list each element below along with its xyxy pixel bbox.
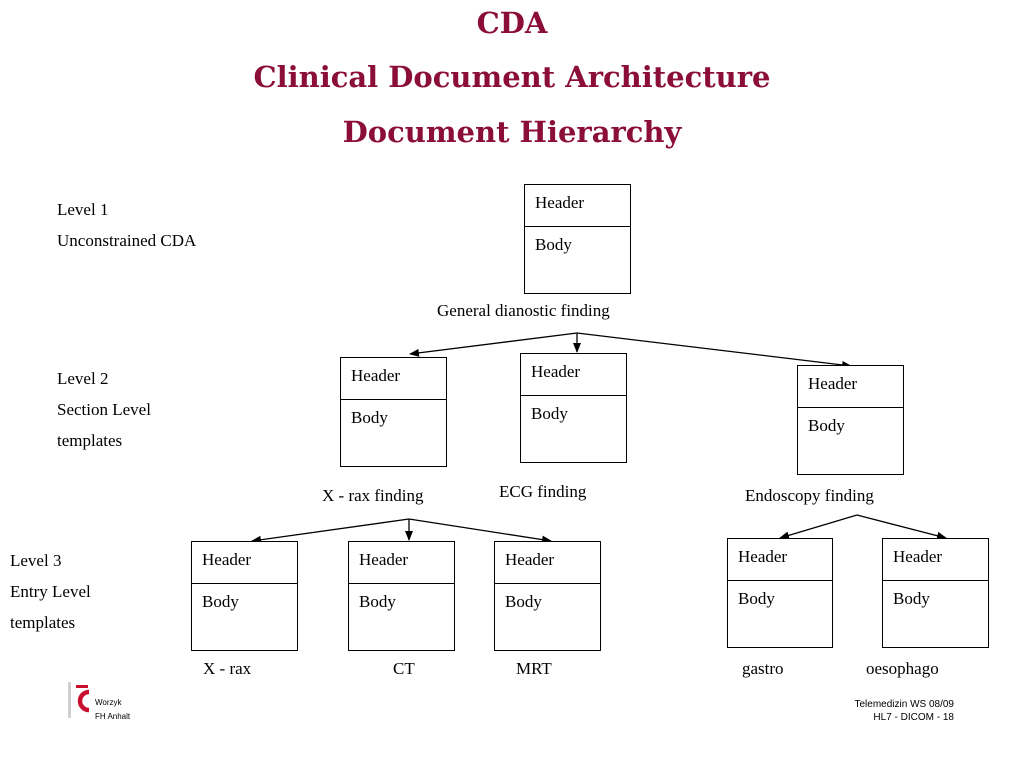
title-document-hierarchy: Document Hierarchy xyxy=(342,115,682,149)
title-cda: CDA xyxy=(476,6,548,40)
level-1-subtitle: Unconstrained CDA xyxy=(57,231,197,250)
title-clinical-document-architecture: Clinical Document Architecture xyxy=(253,60,771,94)
arrow-endoscopy-to-oesophago xyxy=(856,514,947,540)
cda-document-box-mrt: Header Body xyxy=(494,541,601,651)
label-mrt: MRT xyxy=(516,659,552,678)
label-oesophago: oesophago xyxy=(866,659,939,678)
cda-document-box-gastro: Header Body xyxy=(727,538,833,648)
footer-course: Telemedizin WS 08/09 xyxy=(854,699,955,710)
footer-author: Worzyk xyxy=(95,698,122,707)
label-xray-finding: X - rax finding xyxy=(322,486,424,505)
cda-document-box-oesophago: Header Body xyxy=(882,538,989,648)
box-body: Body xyxy=(202,592,239,611)
arrow-xray-finding-to-mrt xyxy=(408,518,552,544)
level-1-label: Level 1 xyxy=(57,200,109,219)
arrow-general-to-endoscopy-finding xyxy=(576,332,852,369)
box-header: Header xyxy=(341,358,446,400)
level-2-label: Level 2 xyxy=(57,369,109,388)
label-xray: X - rax xyxy=(203,659,252,678)
arrow-endoscopy-to-gastro xyxy=(779,514,858,540)
box-header: Header xyxy=(521,354,626,396)
box-body: Body xyxy=(893,589,930,608)
box-body: Body xyxy=(738,589,775,608)
box-body: Body xyxy=(505,592,542,611)
footer-author-block: Worzyk FH Anhalt xyxy=(95,696,130,724)
box-body: Body xyxy=(535,235,572,254)
label-ecg-finding: ECG finding xyxy=(499,482,587,501)
box-header: Header xyxy=(349,542,454,584)
footer-institution: FH Anhalt xyxy=(95,712,131,721)
box-header: Header xyxy=(192,542,297,584)
label-general-diagnostic-finding: General dianostic finding xyxy=(437,301,610,320)
arrow-xray-finding-to-xray xyxy=(251,518,410,544)
cda-document-box-level-1: Header Body xyxy=(524,184,631,294)
cda-document-box-endoscopy-finding: Header Body xyxy=(797,365,904,475)
level-2-description: Level 2 Section Level templates xyxy=(57,363,151,456)
footer-slide-info: Telemedizin WS 08/09 HL7 - DICOM - 18 xyxy=(855,698,955,724)
cda-document-box-ecg-finding: Header Body xyxy=(520,353,627,463)
level-2-subtitle: Section Level xyxy=(57,400,151,419)
label-endoscopy-finding: Endoscopy finding xyxy=(745,486,874,505)
level-3-subtitle: Entry Level xyxy=(10,582,91,601)
box-body: Body xyxy=(531,404,568,423)
level-3-label: Level 3 xyxy=(10,551,62,570)
box-body: Body xyxy=(808,416,845,435)
box-header: Header xyxy=(883,539,988,581)
box-header: Header xyxy=(525,185,630,227)
level-2-subtitle-2: templates xyxy=(57,431,123,450)
box-header: Header xyxy=(798,366,903,408)
label-gastro: gastro xyxy=(742,659,784,678)
fh-anhalt-logo-icon xyxy=(68,682,90,718)
label-ct: CT xyxy=(393,659,415,678)
arrow-general-to-xray-finding xyxy=(409,332,578,357)
box-header: Header xyxy=(728,539,832,581)
footer-slide-number: HL7 - DICOM - 18 xyxy=(873,712,954,723)
box-header: Header xyxy=(495,542,600,584)
cda-document-box-ct: Header Body xyxy=(348,541,455,651)
cda-document-box-xray: Header Body xyxy=(191,541,298,651)
box-body: Body xyxy=(351,408,388,427)
level-3-description: Level 3 Entry Level templates xyxy=(10,545,91,638)
level-1-description: Level 1 Unconstrained CDA xyxy=(57,194,196,256)
level-3-subtitle-2: templates xyxy=(10,613,76,632)
box-body: Body xyxy=(359,592,396,611)
cda-document-box-xray-finding: Header Body xyxy=(340,357,447,467)
